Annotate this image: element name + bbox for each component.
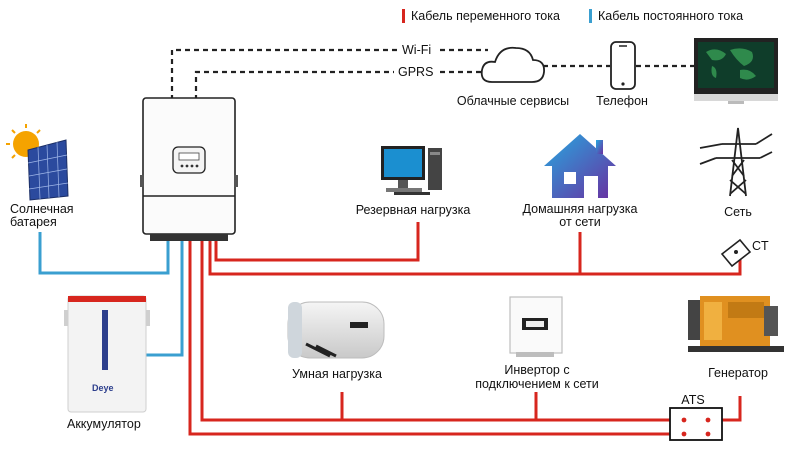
hybrid-inverter: [140, 97, 238, 241]
legend-dc: Кабель постоянного тока: [589, 9, 743, 23]
ac-swatch: [402, 9, 405, 23]
dc-swatch: [589, 9, 592, 23]
pylon-icon: [699, 127, 773, 197]
battery-icon: [64, 295, 150, 413]
grid-label: Сеть: [724, 205, 752, 219]
solar-panel-icon: [6, 124, 69, 201]
solar-label: Солнечная батарея: [10, 202, 74, 229]
phone-label: Телефон: [596, 94, 648, 108]
generator-icon: [688, 296, 784, 352]
battery-brand: Deye: [92, 383, 114, 393]
monitor-icon: [694, 38, 778, 104]
water-heater-icon: [287, 301, 385, 359]
wifi-label: Wi-Fi: [402, 43, 432, 57]
home-grid-ac-cable: [208, 240, 742, 276]
ct-clamp-icon: [720, 238, 752, 268]
house-icon: [544, 134, 616, 198]
home-label: Домашняя нагрузка от сети: [522, 202, 638, 229]
grid-inverter-icon: [509, 296, 563, 357]
smart-label: Умная нагрузка: [292, 367, 382, 381]
battery-dc-cable: [145, 240, 184, 357]
solar-dc-cable: [38, 232, 170, 275]
smart-ac-cable: [200, 240, 670, 422]
phone-icon: [610, 41, 636, 90]
desktop-pc-icon: [381, 146, 442, 195]
gprs-label: GPRS: [398, 65, 434, 79]
gprs-link: [194, 70, 394, 100]
ats-cable: [188, 240, 670, 436]
legend-ac: Кабель переменного тока: [402, 9, 560, 23]
ats-label: ATS: [681, 393, 705, 407]
gridinv-label: Инвертор с подключением к сети: [475, 363, 599, 391]
generator-label: Генератор: [708, 366, 768, 380]
battery-label: Аккумулятор: [67, 417, 141, 431]
dc-cables: [38, 232, 184, 357]
legend-dc-label: Кабель постоянного тока: [598, 9, 744, 23]
legend-ac-label: Кабель переменного тока: [411, 9, 560, 23]
ac-cables: [188, 222, 742, 436]
ct-label: CT: [752, 239, 769, 253]
backup-label: Резервная нагрузка: [355, 203, 471, 217]
comm-links: [170, 48, 694, 100]
backup-ac-cable: [214, 222, 420, 262]
cloud-icon: [480, 46, 545, 83]
wifi-link: [170, 48, 398, 100]
ats-switch: [669, 407, 723, 441]
cloud-label: Облачные сервисы: [456, 94, 570, 108]
